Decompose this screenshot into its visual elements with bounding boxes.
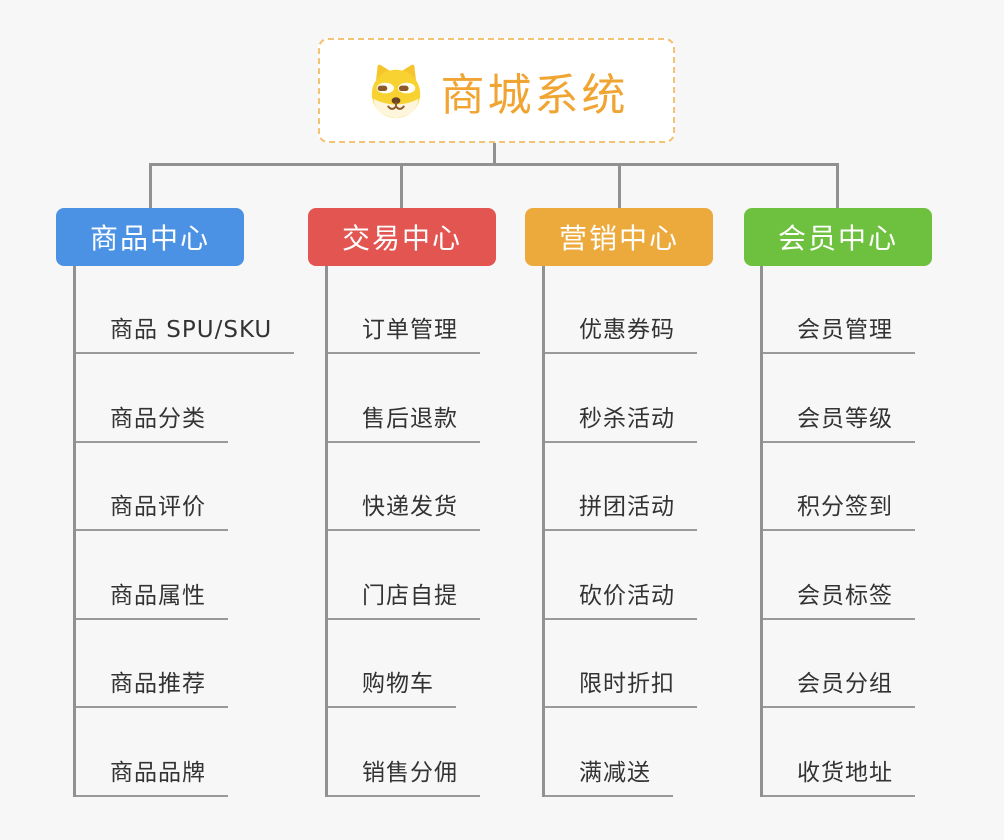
leaf-topic[interactable]: 商品品牌 <box>76 753 228 797</box>
leaf-topic[interactable]: 拼团活动 <box>545 487 697 532</box>
leaf-topic[interactable]: 会员分组 <box>763 664 915 709</box>
shiba-dog-icon <box>371 64 420 118</box>
root-node[interactable]: 商城系统 <box>318 38 675 143</box>
connector-bus <box>149 163 839 166</box>
branch-children-marketing-center: 优惠券码 秒杀活动 拼团活动 砍价活动 限时折扣 满减送 <box>542 266 697 797</box>
branch-children-trade-center: 订单管理 售后退款 快递发货 门店自提 购物车 销售分佣 <box>325 266 480 797</box>
leaf-topic[interactable]: 销售分佣 <box>328 753 480 797</box>
leaf-topic[interactable]: 门店自提 <box>328 576 480 620</box>
leaf-topic[interactable]: 商品评价 <box>76 487 228 532</box>
leaf-topic[interactable]: 商品推荐 <box>76 664 228 709</box>
leaf-topic[interactable]: 会员等级 <box>763 399 915 443</box>
connector-drop-member <box>836 163 839 209</box>
leaf-topic[interactable]: 订单管理 <box>328 310 480 354</box>
branch-children-product-center: 商品 SPU/SKU 商品分类 商品评价 商品属性 商品推荐 商品品牌 <box>73 266 295 797</box>
leaf-topic[interactable]: 积分签到 <box>763 487 915 532</box>
connector-drop-trade <box>400 163 403 209</box>
connector-root-stem <box>493 143 496 165</box>
connector-drop-product <box>149 163 152 209</box>
leaf-topic[interactable]: 快递发货 <box>328 487 480 532</box>
leaf-topic[interactable]: 满减送 <box>545 753 673 797</box>
leaf-topic[interactable]: 会员标签 <box>763 576 915 620</box>
connector-drop-marketing <box>618 163 621 209</box>
branch-node-trade-center[interactable]: 交易中心 <box>308 208 496 266</box>
leaf-topic[interactable]: 商品属性 <box>76 576 228 620</box>
leaf-topic[interactable]: 收货地址 <box>763 753 915 797</box>
leaf-topic[interactable]: 会员管理 <box>763 310 915 354</box>
leaf-topic[interactable]: 砍价活动 <box>545 576 697 620</box>
branch-node-member-center[interactable]: 会员中心 <box>744 208 932 266</box>
leaf-topic[interactable]: 秒杀活动 <box>545 399 697 443</box>
root-title: 商城系统 <box>440 69 629 121</box>
leaf-topic[interactable]: 商品 SPU/SKU <box>76 310 295 354</box>
branch-node-product-center[interactable]: 商品中心 <box>56 208 244 266</box>
branch-children-member-center: 会员管理 会员等级 积分签到 会员标签 会员分组 收货地址 <box>760 266 915 797</box>
leaf-topic[interactable]: 优惠券码 <box>545 310 697 354</box>
leaf-topic[interactable]: 售后退款 <box>328 399 480 443</box>
leaf-topic[interactable]: 购物车 <box>328 664 456 709</box>
branch-node-marketing-center[interactable]: 营销中心 <box>525 208 713 266</box>
leaf-topic[interactable]: 限时折扣 <box>545 664 697 709</box>
leaf-topic[interactable]: 商品分类 <box>76 399 228 443</box>
